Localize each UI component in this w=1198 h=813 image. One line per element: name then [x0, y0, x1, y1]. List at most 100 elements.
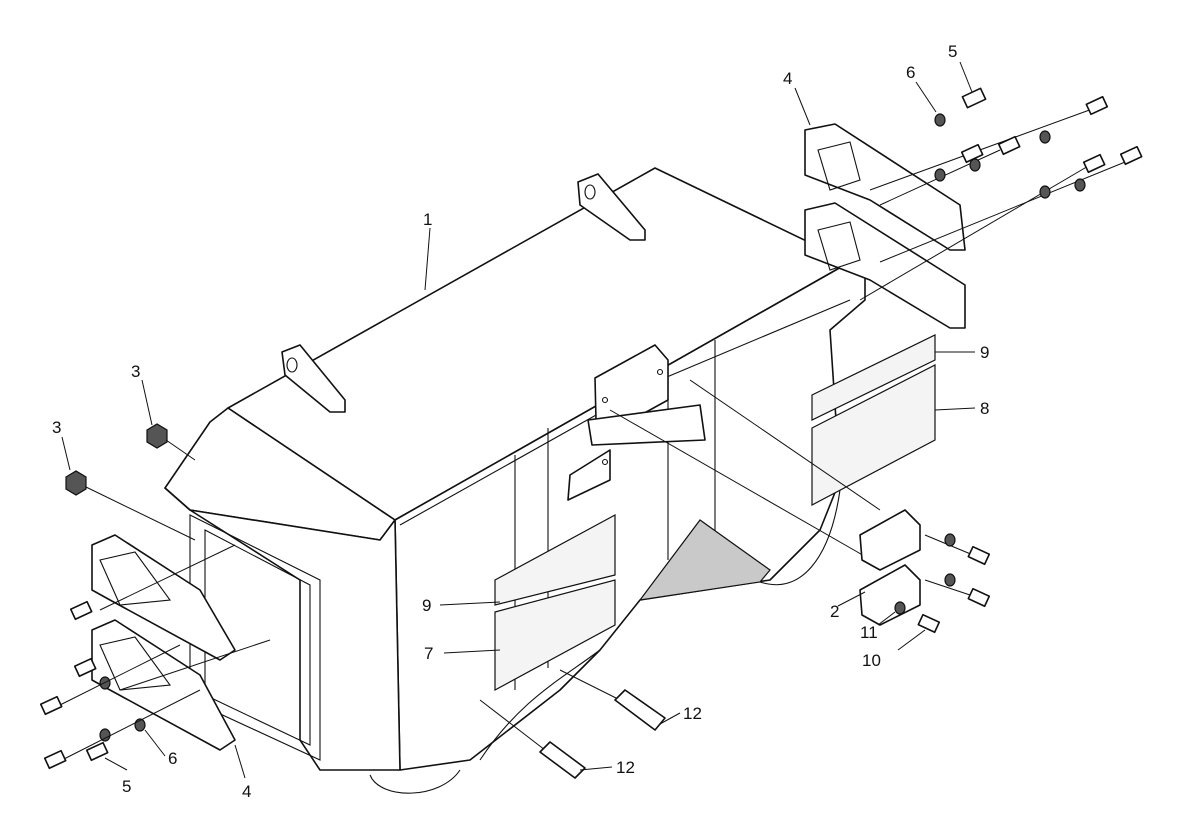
washer-icon — [894, 601, 906, 615]
callout-12: 12 — [616, 758, 635, 777]
lifting-eye-left-hole — [286, 357, 298, 373]
bolt-icon — [43, 749, 67, 770]
callout-8: 8 — [980, 399, 989, 418]
axis-line — [609, 409, 881, 566]
callout-9: 9 — [422, 596, 431, 615]
axis-line — [689, 379, 881, 511]
axis-line — [99, 544, 236, 611]
axis-line — [59, 644, 181, 706]
leader-lines — [61, 61, 976, 779]
leader-1 — [424, 227, 431, 291]
axis-line — [119, 639, 271, 691]
callout-1: 1 — [423, 210, 432, 229]
belly-curve — [479, 649, 601, 761]
bottom-lug — [369, 769, 461, 794]
front-bracket-slot — [99, 551, 172, 606]
axis-line — [479, 699, 546, 751]
leader-10 — [897, 629, 926, 651]
decal-8 — [811, 364, 936, 506]
leader-2 — [837, 591, 866, 607]
bolt-icon — [1082, 153, 1106, 174]
callout-9: 9 — [980, 343, 989, 362]
bolt-icon — [997, 135, 1021, 156]
leader-7 — [443, 649, 501, 654]
bracket-hole — [601, 458, 609, 466]
belly-curve-right — [759, 489, 841, 586]
front-brackets — [91, 534, 271, 751]
front-crease-2 — [654, 299, 851, 383]
washer-icon — [1074, 178, 1086, 192]
leader-6b — [144, 729, 166, 757]
leader-5b — [104, 757, 128, 771]
bolt-icon — [1085, 95, 1109, 116]
nut-icon — [146, 423, 168, 449]
decal-7 — [494, 579, 616, 692]
washer-icon — [944, 533, 956, 547]
bolt-icon — [961, 87, 987, 109]
counterweight-body — [164, 167, 866, 794]
leader-8 — [934, 407, 976, 411]
center-bracket — [567, 344, 706, 501]
axis-line — [85, 486, 196, 541]
callout-6: 6 — [168, 749, 177, 768]
bump-stops — [609, 379, 991, 634]
bolt-icon — [73, 657, 97, 678]
front-fasteners — [39, 600, 201, 770]
leader-3a — [141, 379, 153, 426]
rear-brackets — [804, 123, 966, 329]
rear-bracket-slot — [817, 141, 861, 191]
bolt-icon — [69, 600, 93, 621]
callout-11: 11 — [860, 623, 878, 642]
axis-line — [879, 159, 1131, 263]
leader-4a — [794, 87, 811, 126]
callout-12: 12 — [683, 704, 702, 723]
bolt-icon — [1119, 145, 1143, 166]
decal-9-right — [811, 334, 936, 421]
callout-2: 2 — [830, 602, 839, 621]
callout-6: 6 — [906, 63, 915, 82]
callout-10: 10 — [862, 651, 881, 670]
pins — [479, 669, 666, 779]
callout-3: 3 — [52, 418, 61, 437]
decal-plates — [494, 334, 936, 692]
leader-11 — [877, 611, 896, 626]
bolt-icon — [39, 695, 63, 716]
bolt-icon — [85, 741, 109, 762]
leader-12b — [579, 766, 613, 771]
body-end-face — [164, 487, 401, 771]
callout-4: 4 — [783, 69, 792, 88]
callout-5: 5 — [948, 42, 957, 61]
front-bracket-lower — [91, 619, 236, 751]
bump-stop-upper — [859, 509, 921, 571]
axis-line — [859, 164, 1091, 301]
axis-line — [559, 669, 621, 701]
nut-icon — [65, 470, 87, 496]
callout-7: 7 — [424, 644, 433, 663]
belly-shade — [638, 519, 771, 601]
pin-icon — [539, 741, 586, 779]
center-bracket-bar — [587, 404, 706, 446]
pin-icon — [614, 689, 666, 731]
axis-line — [63, 689, 201, 760]
axis-line — [869, 107, 1096, 191]
leader-5a — [959, 61, 973, 93]
callout-5: 5 — [122, 777, 131, 796]
front-bracket-slot — [99, 636, 172, 691]
leader-6a — [915, 81, 937, 113]
washer-icon — [99, 728, 111, 742]
bolt-icon — [917, 613, 941, 634]
callout-3: 3 — [131, 362, 140, 381]
washer-icon — [934, 113, 946, 127]
callouts: 1 2 3 3 4 4 5 5 6 6 7 8 9 9 10 11 12 12 — [52, 42, 989, 801]
washer-icon — [934, 168, 946, 182]
bolt-icon — [967, 545, 991, 566]
lifting-eye-left — [281, 344, 346, 413]
axis-line — [165, 439, 196, 461]
rear-bracket-lower — [804, 202, 966, 329]
washer-icon — [1039, 185, 1051, 199]
bolt-icon — [967, 587, 991, 608]
bracket-hole — [601, 396, 609, 404]
lifting-eye-right-hole — [584, 184, 596, 200]
